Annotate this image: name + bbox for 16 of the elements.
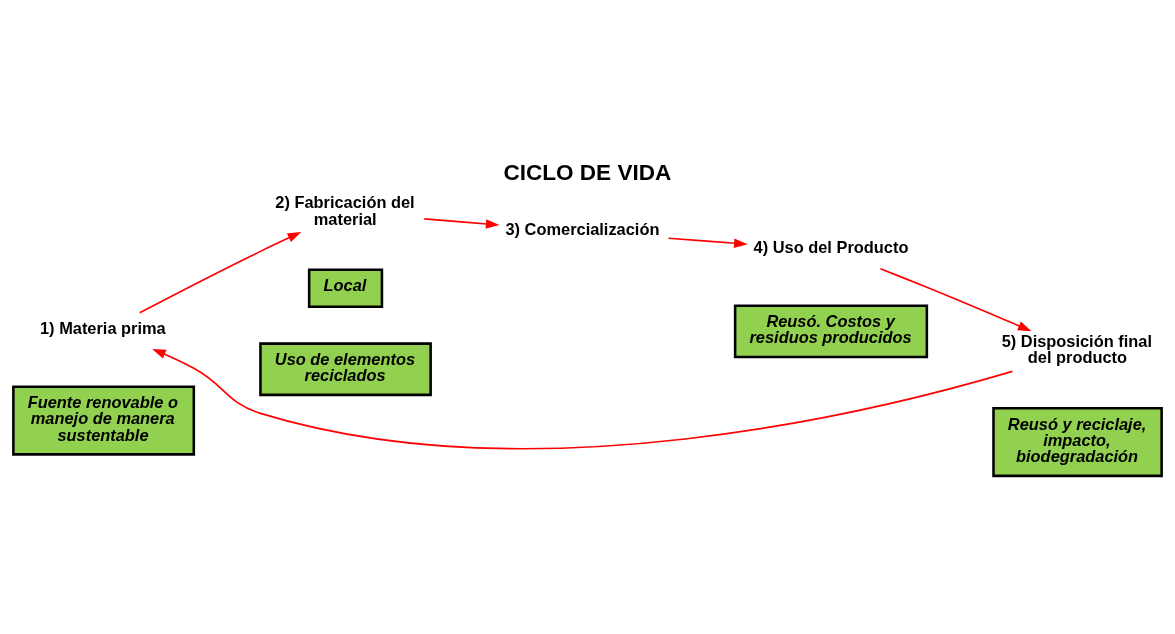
node-text: 3) Comercialización [505,219,660,238]
node-text: 5) Disposición final del producto [1001,331,1152,366]
node-text: 1) Materia prima [40,318,166,337]
arrow [423,217,500,229]
node-box: Fuente renovable o manejo de manera sustentable [12,384,196,456]
node-box: Local [307,268,384,308]
node-text: 2) Fabricación del material [275,192,415,228]
arrow [667,236,748,248]
node-text: 4) Uso del Producto [753,237,909,256]
node-box: Reusó. Costos y residuos producidos [733,303,929,358]
diagram-title: CICLO DE VIDA [503,159,672,185]
arrow [879,267,1032,331]
arrow [138,231,302,314]
arrow [152,348,1014,449]
node-box: Reusó y reciclaje, impacto, biodegradación [992,406,1163,477]
node-box: Uso de elementos reciclados [259,341,432,396]
